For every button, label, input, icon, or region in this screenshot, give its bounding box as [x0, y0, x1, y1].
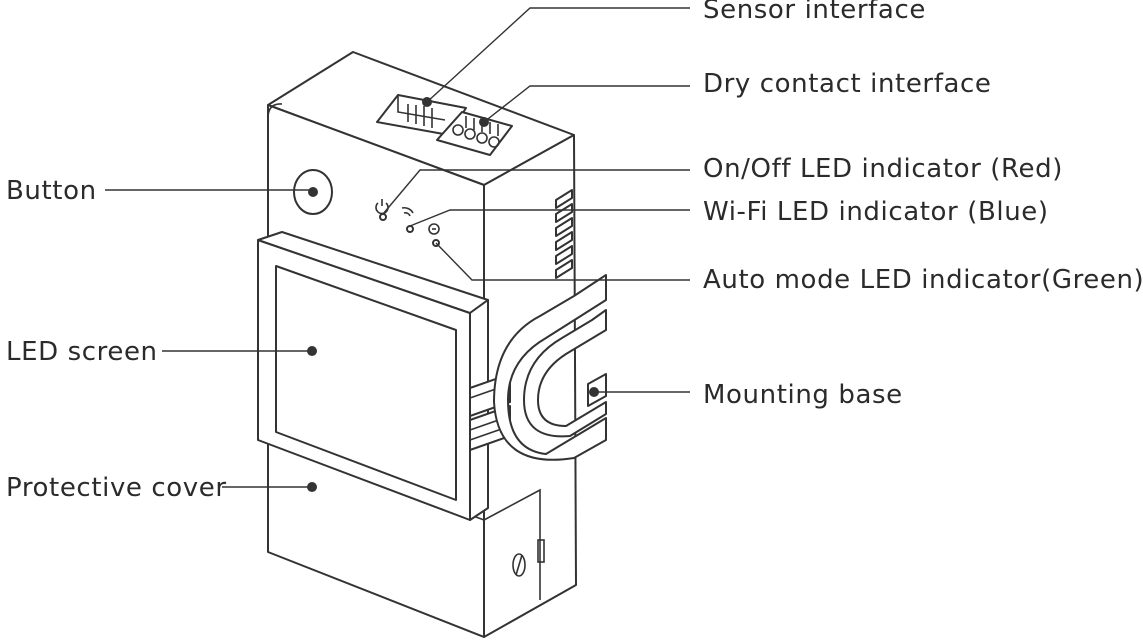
auto-mode-leader: [435, 242, 690, 281]
wifi-led: [406, 225, 414, 233]
label-dry-contact-interface: Dry contact interface: [703, 69, 991, 99]
sensor-port: [376, 94, 467, 136]
onoff-led: [379, 213, 387, 221]
button-component: [293, 169, 333, 215]
label-sensor-interface: Sensor interface: [703, 0, 926, 25]
wifi-led-leader: [409, 209, 690, 227]
side-recess: [483, 488, 541, 600]
label-led-screen: LED screen: [6, 337, 158, 367]
auto-mode-icon: [428, 223, 440, 235]
label-button: Button: [6, 176, 97, 206]
label-auto-mode-led: Auto mode LED indicator(Green): [703, 265, 1143, 295]
led-screen-frame: [257, 231, 489, 521]
dry-contact-leader: [483, 85, 690, 123]
side-vents: [555, 189, 573, 279]
led-screen: [275, 265, 457, 501]
label-protective-cover: Protective cover: [6, 473, 227, 503]
dry-contact-terminal: [436, 111, 513, 156]
side-screw: [512, 553, 526, 577]
sensor-interface-leader: [426, 7, 690, 103]
label-mounting-base: Mounting base: [703, 380, 903, 410]
label-onoff-led: On/Off LED indicator (Red): [703, 154, 1063, 184]
onoff-led-leader: [382, 169, 690, 215]
wifi-icon: [401, 206, 414, 217]
label-wifi-led: Wi-Fi LED indicator (Blue): [703, 197, 1049, 227]
